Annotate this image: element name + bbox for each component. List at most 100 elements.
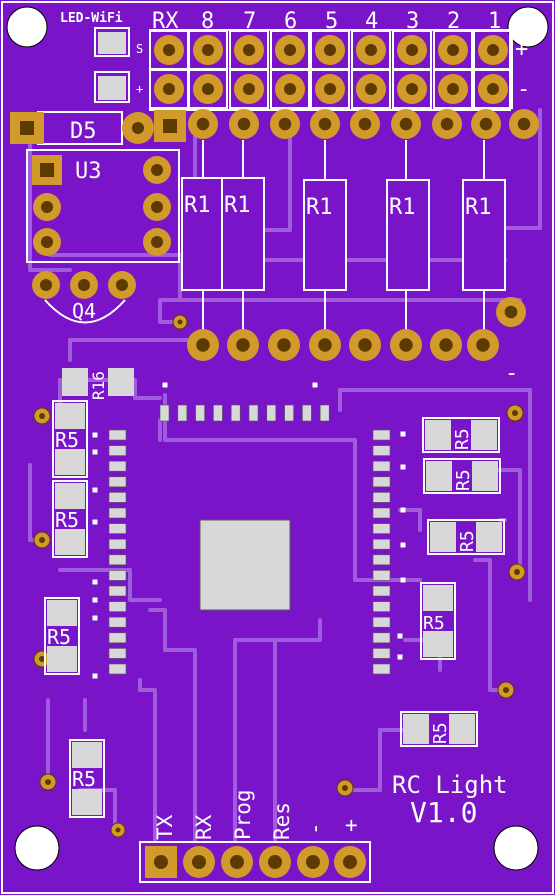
header-lower-pad-0	[188, 109, 218, 139]
r1-label-2: R1	[306, 195, 333, 220]
r5-left-group	[47, 403, 102, 815]
header-pin-s-8	[473, 30, 513, 70]
header-lower-pad-1	[229, 109, 259, 139]
mcu-left-pin-15	[108, 663, 127, 675]
mcu-top-pin-7	[284, 404, 294, 422]
mcu-right-pin-14	[372, 648, 391, 659]
mcu-right-pin-15	[372, 663, 391, 675]
r5-left-4-pad-a	[72, 742, 102, 768]
mcu-left-pin-8	[108, 554, 127, 566]
mcu-right-pin-10	[372, 585, 391, 597]
label-led-wifi: LED-WiFi	[60, 11, 123, 26]
mcu-left-pin-12	[108, 616, 127, 628]
pin-marker-2	[92, 487, 98, 493]
r1-bottom-pad-7	[467, 329, 499, 361]
bottom-label-rx: RX	[192, 814, 216, 840]
d5-label: D5	[70, 119, 97, 144]
r5-right-outlines	[400, 417, 505, 747]
header-pin-plus-2	[229, 69, 269, 109]
pin-marker-4	[92, 579, 98, 585]
bottom-pin-5	[334, 846, 366, 878]
mounting-holes	[6, 6, 549, 871]
r5-right-3-pad-b	[476, 522, 502, 552]
rail-label-minus: -	[517, 77, 530, 102]
mounting-hole-bottom-left	[14, 825, 60, 871]
pin-marker-9	[400, 464, 406, 470]
r16-pad-1	[62, 368, 88, 396]
r5-right-4-pad-b	[423, 631, 453, 657]
r1-body-1	[221, 177, 265, 291]
bottom-pin-1	[183, 846, 215, 878]
r5-right-label-4: R5	[423, 613, 445, 634]
pin-marker-14	[397, 654, 403, 660]
mcu-left-pin-1	[108, 445, 127, 456]
mcu-left-pin-10	[108, 585, 127, 597]
header-pin-plus-5	[351, 69, 391, 109]
mcu-right-pin-11	[372, 601, 391, 612]
header-pin-s-1	[188, 30, 228, 70]
minus-mark: -	[505, 361, 518, 386]
channel-label-8: 8	[201, 9, 214, 34]
mcu-top-pin-4	[230, 404, 241, 422]
rail-label-plus: +	[515, 37, 528, 62]
bottom-label-plus: +	[345, 813, 358, 837]
mcu-left-pin-13	[108, 632, 127, 644]
mcu-top-pin-1	[177, 404, 188, 422]
r5-left-label-2: R5	[55, 508, 79, 532]
mcu-left-pin-11	[108, 601, 127, 612]
pin-marker-6	[92, 615, 98, 621]
mcu-right-pin-1	[372, 445, 391, 456]
r1-body-3	[386, 179, 430, 291]
q4-pins	[32, 271, 136, 299]
r5-right-2-pad-a	[426, 461, 452, 491]
mcu-top-pin-2	[195, 404, 205, 422]
channel-label-6: 6	[284, 9, 297, 34]
header-lower-pad-7	[471, 109, 501, 139]
mcu-top-pin-5	[248, 404, 259, 422]
r1-label-3: R1	[389, 195, 416, 220]
r5-right-1-pad-a	[425, 420, 451, 450]
r5-left-4-pad-b	[72, 789, 102, 815]
r1-bottom-pad-1	[227, 329, 259, 361]
r5-left-label-4: R5	[72, 767, 96, 791]
pin-marker-16	[312, 382, 318, 388]
mcu-right-pin-8	[372, 554, 391, 566]
header-lower-pad-5	[391, 109, 421, 139]
mcu-right-pin-12	[372, 616, 391, 628]
mcu-thermal-pad	[199, 519, 291, 611]
pin-marker-13	[397, 633, 403, 639]
r1-body-0	[181, 177, 225, 291]
r5-right-2-pad-b	[472, 461, 498, 491]
u3-label: U3	[75, 159, 102, 184]
board-version: V1.0	[410, 796, 477, 829]
r1-bottom-pad-5	[390, 329, 422, 361]
mcu-right-pin-4	[372, 492, 391, 503]
pin-marker-3	[92, 519, 98, 525]
row-label-plus: +	[136, 82, 143, 96]
header-lower-pad-4	[350, 109, 380, 139]
mcu-left-pin-0	[108, 429, 127, 441]
pin-marker-10	[400, 507, 406, 513]
mcu-left-pin-4	[108, 492, 127, 503]
mcu-left-pin-3	[108, 476, 127, 488]
mcu-left-pin-2	[108, 460, 127, 472]
r5-left-1-pad-a	[55, 403, 85, 429]
mcu-top-pin-3	[213, 404, 223, 422]
r5-left-2-pad-b	[55, 529, 85, 555]
header-pin-plus-3	[270, 69, 310, 109]
r5-left-outlines	[44, 400, 105, 818]
mcu-right-pin-6	[372, 523, 391, 534]
r1-side-pad	[496, 297, 526, 327]
mcu-left-pin-14	[108, 648, 127, 659]
bottom-header-pins	[145, 846, 366, 878]
r5-left-3-pad-b	[47, 646, 77, 672]
channel-label-1: 1	[488, 9, 501, 34]
header-pin-s-4	[310, 30, 350, 70]
r5-right-4-pad-a	[423, 585, 453, 611]
mcu-top-pin-6	[266, 404, 277, 422]
mcu-right-pin-2	[372, 460, 391, 472]
mcu-top-pin-0	[159, 404, 170, 422]
channel-label-2: 2	[447, 9, 460, 34]
